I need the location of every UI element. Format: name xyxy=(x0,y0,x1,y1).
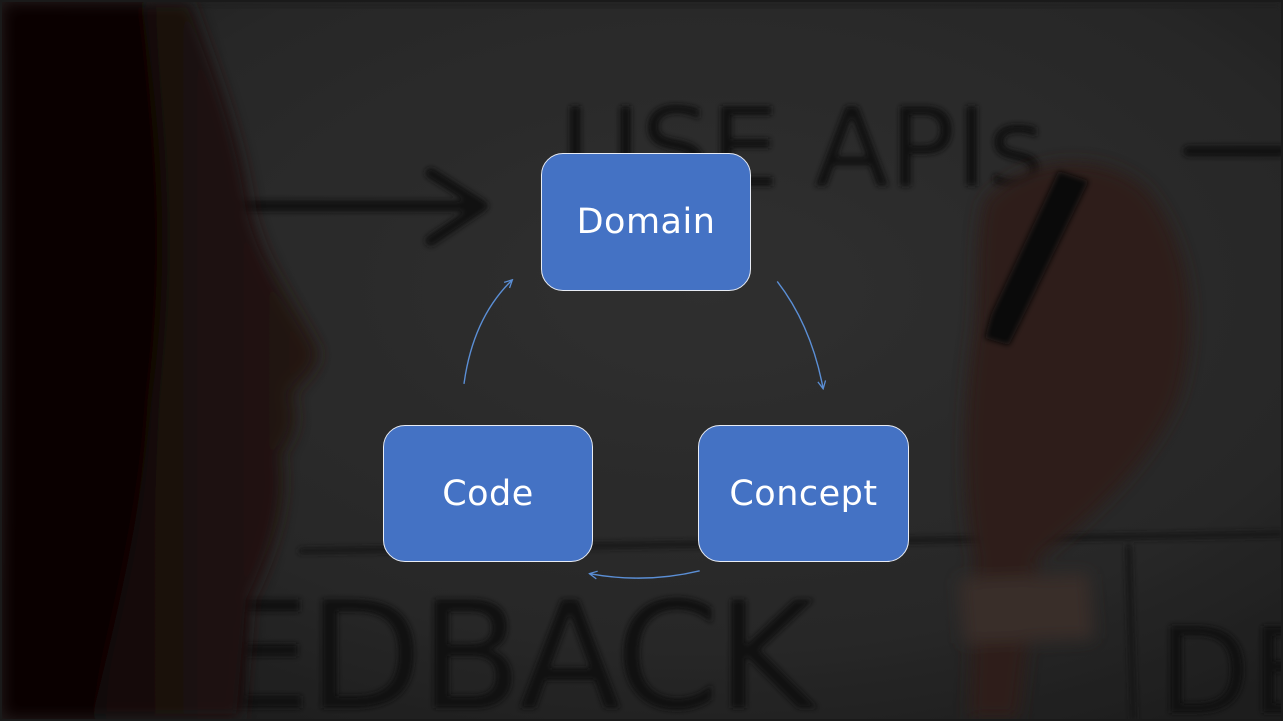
node-code-label: Code xyxy=(442,473,534,514)
node-code: Code xyxy=(383,425,593,562)
whiteboard-text-feedback: EDBACK xyxy=(216,570,818,719)
node-domain: Domain xyxy=(541,153,751,291)
node-concept-label: Concept xyxy=(729,473,878,514)
whiteboard-text-corner: DE xyxy=(1158,603,1281,719)
node-domain-label: Domain xyxy=(576,202,716,242)
node-concept: Concept xyxy=(698,425,909,562)
